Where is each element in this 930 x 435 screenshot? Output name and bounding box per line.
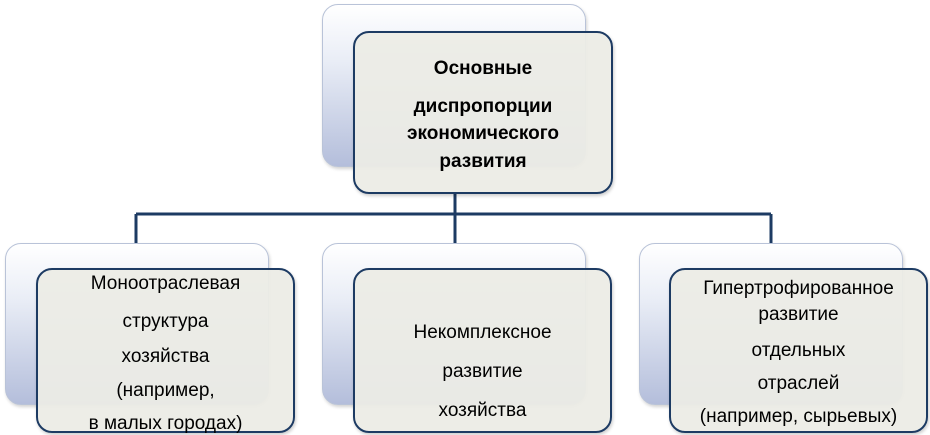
child-left-line-2: структура xyxy=(122,311,209,332)
child-right-line-5: (например, сырьевых) xyxy=(699,406,898,427)
root-line-1: Основные xyxy=(433,58,533,79)
root-line-2: диспропорции xyxy=(413,96,553,117)
child-right-line-4: отраслей xyxy=(757,373,840,394)
child-left-card: Моноотраслевая структура хозяйства (напр… xyxy=(36,268,295,434)
child-left-line-1: Моноотраслевая xyxy=(90,273,241,294)
child-center-line-1: Некомплексное xyxy=(413,322,552,343)
root-node-card: Основные диспропорции экономического раз… xyxy=(353,31,613,194)
child-right-line-2: развитие xyxy=(758,304,839,325)
child-right-line-1: Гипертрофированное xyxy=(703,278,894,299)
child-left-line-3: хозяйства xyxy=(121,346,210,367)
child-left-line-4: (например, xyxy=(116,380,215,401)
child-right-line-3: отдельных xyxy=(751,340,846,361)
child-center-card: Некомплексное развитие хозяйства xyxy=(353,268,612,433)
child-right-card: Гипертрофированное развитие отдельных от… xyxy=(669,268,928,433)
root-line-4: развития xyxy=(439,151,527,172)
root-line-3: экономического xyxy=(407,123,559,144)
child-center-line-3: хозяйства xyxy=(438,400,527,421)
child-left-line-5: в малых городах) xyxy=(88,413,243,434)
child-center-line-2: развитие xyxy=(442,361,523,382)
